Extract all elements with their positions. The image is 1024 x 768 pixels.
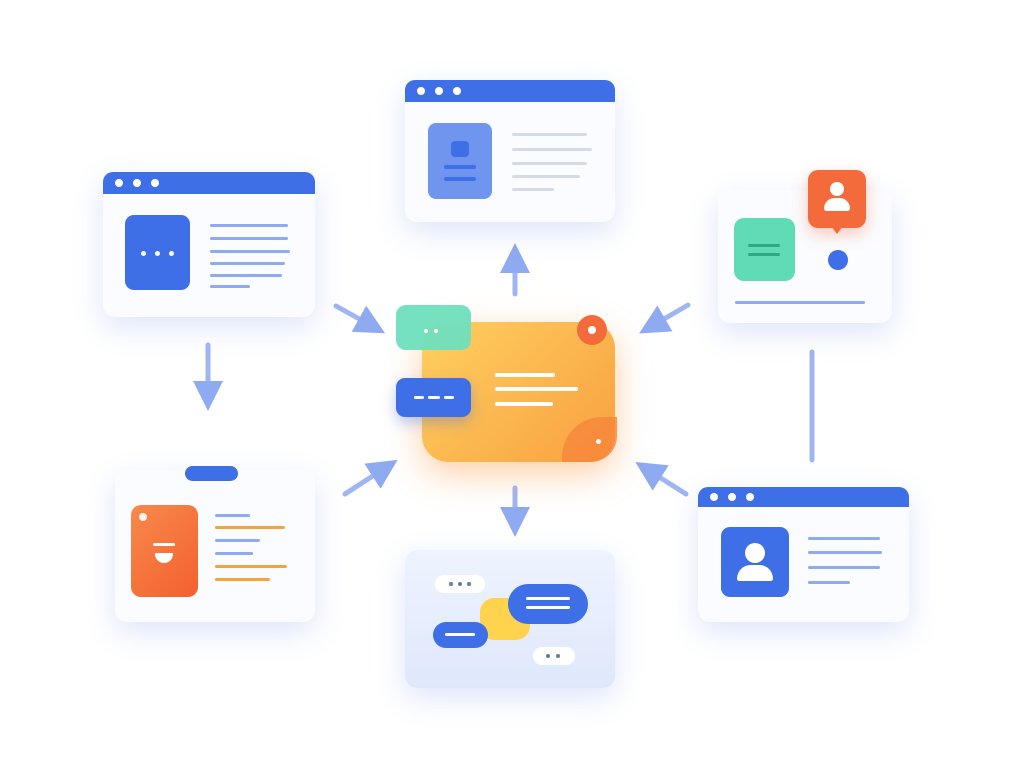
user-profile-icon <box>721 527 789 597</box>
window-titlebar <box>405 80 615 102</box>
bottom-center-chat-card <box>405 550 615 688</box>
chat-bubble <box>508 584 588 624</box>
typing-bubble <box>396 305 471 350</box>
arrow-righttop-to-center <box>639 302 691 334</box>
reply-bubble <box>396 378 471 417</box>
message-card-icon <box>734 218 795 281</box>
arrow-bottomright-to-center <box>635 461 689 497</box>
chat-bubble <box>533 647 575 665</box>
notification-badge <box>577 315 607 345</box>
chat-bubble <box>433 622 488 648</box>
window-titlebar <box>103 172 315 194</box>
window-titlebar <box>698 487 909 507</box>
bottom-left-card <box>115 470 315 622</box>
top-window <box>405 80 615 222</box>
bottom-right-window <box>698 487 909 622</box>
chat-bubble <box>435 575 485 593</box>
label-pill <box>185 466 238 481</box>
left-window <box>103 172 315 317</box>
status-dot <box>828 250 848 270</box>
arrow-left-to-center <box>333 303 386 334</box>
ellipsis-chat-icon <box>125 215 190 290</box>
user-avatar-icon <box>808 170 866 234</box>
smiley-card-icon <box>131 505 198 597</box>
arrow-bottomleft-to-center <box>342 459 398 497</box>
profile-card-icon <box>428 123 492 199</box>
